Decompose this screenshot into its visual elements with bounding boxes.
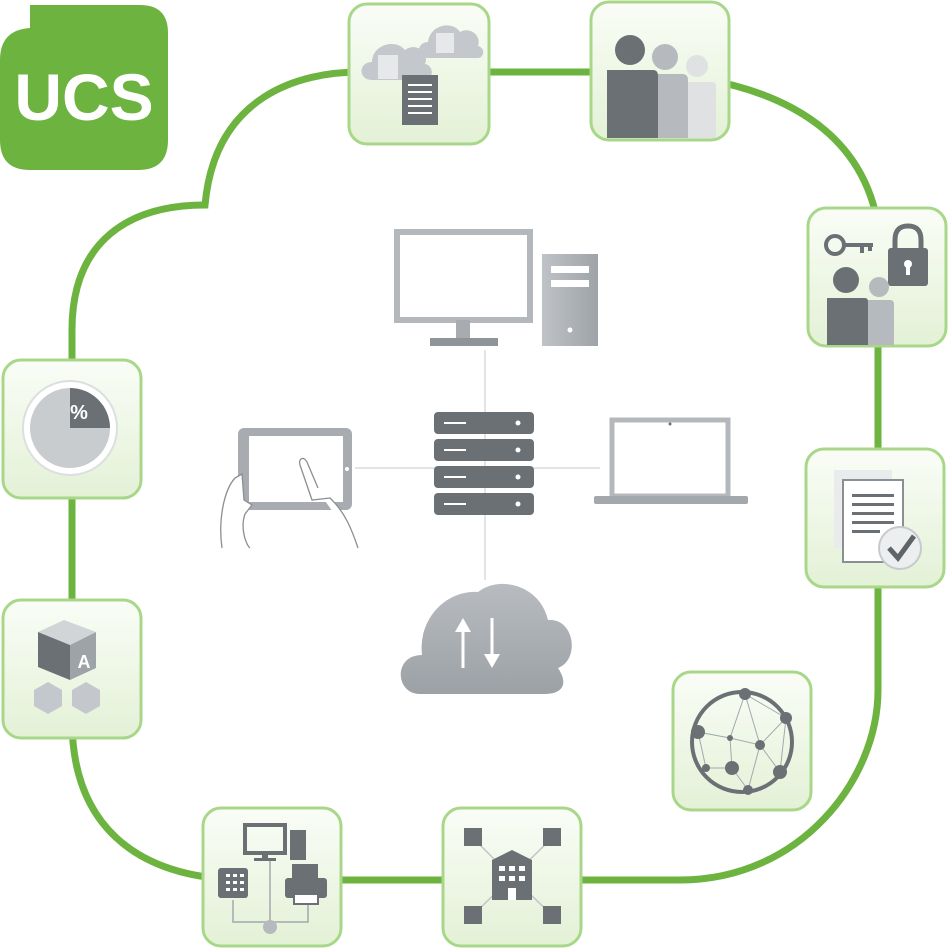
tile-buildings [441, 806, 583, 948]
office-buildings-icon [464, 828, 561, 924]
tile-quota: % [1, 358, 143, 500]
tile-access-control [806, 206, 948, 348]
server-rack-icon [434, 412, 534, 515]
tablet-hands-icon [220, 428, 359, 549]
quota-pie-icon: % [22, 380, 118, 476]
key-lock-users-icon [824, 223, 928, 345]
document-check-icon [834, 470, 922, 570]
quota-percent: % [70, 402, 88, 424]
cloud-sync-icon [400, 583, 572, 694]
user-group-icon [607, 35, 716, 138]
tile-app-center: A [1, 598, 143, 740]
laptop-icon [594, 417, 748, 504]
tile-user-group [589, 0, 731, 142]
center-connectors [355, 350, 600, 580]
ucs-logo: UCS [0, 5, 168, 170]
tile-cloud-documents [347, 2, 491, 146]
cloud-documents-icon [361, 25, 484, 125]
desktop-monitor-icon [394, 229, 533, 346]
tile-office-devices [201, 806, 343, 948]
network-globe-icon [690, 688, 794, 795]
app-letter: A [78, 652, 91, 672]
tower-pc-icon [542, 254, 598, 346]
app-cube-icon: A [34, 620, 100, 714]
tile-document-check [804, 447, 946, 589]
tile-network [671, 670, 813, 812]
office-devices-icon [218, 823, 327, 934]
logo-text: UCS [14, 60, 153, 134]
